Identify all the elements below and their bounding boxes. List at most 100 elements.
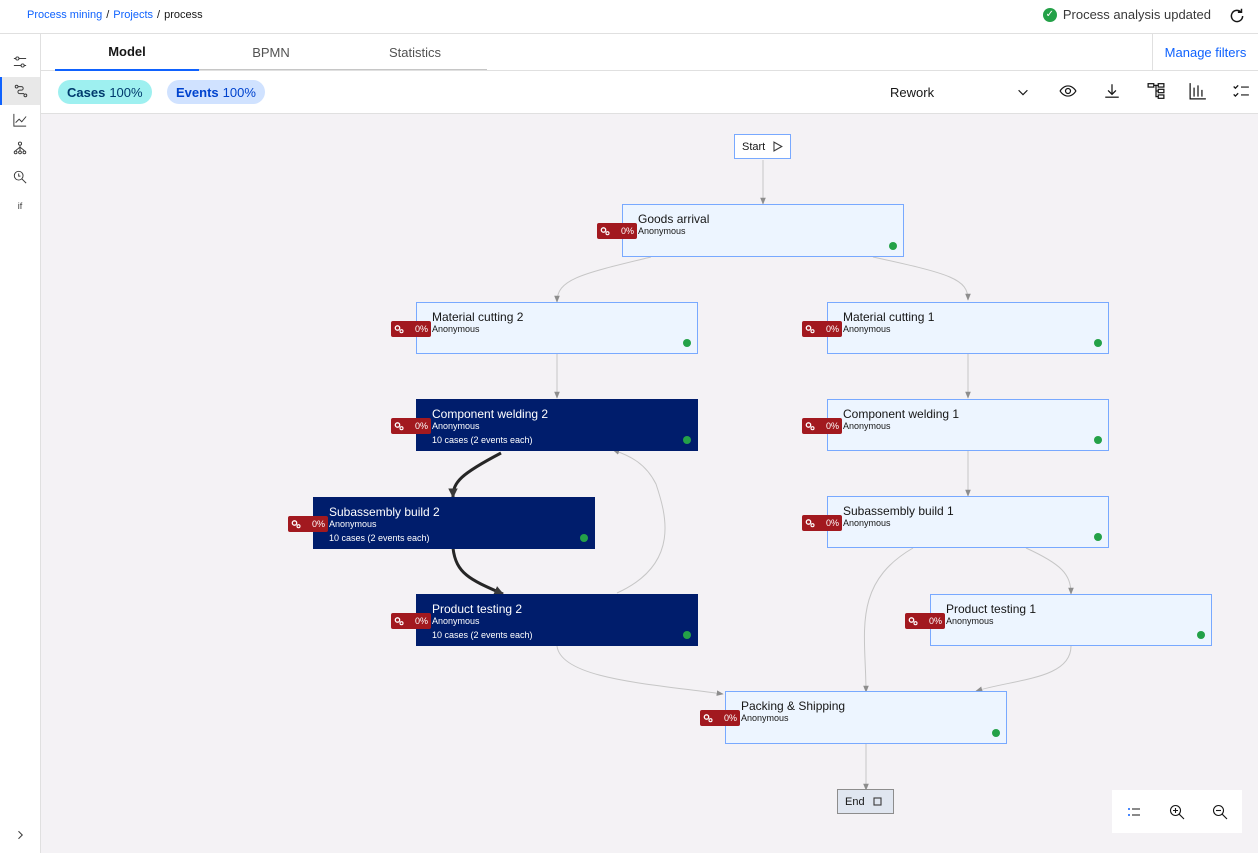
breadcrumb: Process mining/Projects/process bbox=[27, 9, 203, 21]
overlay-select-value: Rework bbox=[890, 84, 935, 100]
trend-chart-icon[interactable] bbox=[0, 106, 40, 134]
rework-badge: 0% bbox=[391, 418, 431, 434]
rework-badge: 0% bbox=[391, 321, 431, 337]
status-dot bbox=[580, 534, 588, 542]
node-name: Component welding 1 bbox=[843, 407, 960, 421]
checklist-icon[interactable] bbox=[1232, 82, 1250, 100]
node-material-cutting-1[interactable]: 0% Material cutting 1 Anonymous bbox=[802, 302, 1109, 354]
rework-badge: 0% bbox=[700, 710, 740, 726]
node-name: Subassembly build 1 bbox=[843, 504, 954, 518]
status-indicator: ✓ Process analysis updated bbox=[1042, 7, 1211, 22]
rework-badge: 0% bbox=[288, 516, 328, 532]
download-icon[interactable] bbox=[1103, 82, 1121, 100]
end-node[interactable]: End bbox=[837, 789, 894, 814]
status-dot bbox=[683, 436, 691, 444]
zoom-out-icon[interactable] bbox=[1212, 804, 1228, 820]
refresh-icon[interactable] bbox=[1228, 7, 1246, 25]
breadcrumb-process-mining[interactable]: Process mining bbox=[27, 9, 103, 21]
zoom-controls bbox=[1112, 790, 1242, 833]
breadcrumb-current: process bbox=[164, 9, 203, 21]
rework-badge: 0% bbox=[802, 515, 842, 531]
node-component-welding-1[interactable]: 0% Component welding 1 Anonymous bbox=[802, 399, 1109, 451]
node-owner: Anonymous bbox=[843, 324, 891, 334]
legend-list-icon[interactable] bbox=[1126, 804, 1142, 820]
cases-value: 100% bbox=[109, 84, 143, 100]
tab-bpmn[interactable]: BPMN bbox=[252, 45, 290, 60]
filter-settings-icon[interactable] bbox=[0, 48, 40, 76]
node-name: Material cutting 1 bbox=[843, 310, 935, 324]
node-product-testing-1[interactable]: 0% Product testing 1 Anonymous bbox=[905, 594, 1212, 646]
rework-badge: 0% bbox=[802, 418, 842, 434]
edge-subassembly-build-2-product-testing-2 bbox=[451, 547, 504, 596]
edge-product-testing-2-component-welding-2-rework bbox=[612, 449, 666, 594]
node-owner: Anonymous bbox=[329, 519, 377, 529]
process-model-icon[interactable] bbox=[0, 77, 40, 105]
edge-product-testing-2-packing-shipping bbox=[556, 645, 724, 696]
node-material-cutting-2[interactable]: 0% Material cutting 2 Anonymous bbox=[391, 302, 698, 354]
top-bar: Process mining/Projects/process ✓ Proces… bbox=[0, 0, 1258, 34]
events-value: 100% bbox=[222, 84, 256, 100]
node-product-testing-2[interactable]: 0% Product testing 2 Anonymous 10 cases … bbox=[391, 594, 698, 646]
status-dot bbox=[1094, 339, 1102, 347]
gears-icon bbox=[291, 520, 301, 529]
view-icon[interactable] bbox=[1059, 82, 1077, 100]
status-dot bbox=[1197, 631, 1205, 639]
rework-badge: 0% bbox=[905, 613, 945, 629]
node-name: Packing & Shipping bbox=[741, 699, 846, 713]
gears-icon bbox=[703, 714, 713, 723]
status-dot bbox=[683, 631, 691, 639]
end-label: End bbox=[845, 795, 865, 808]
node-subassembly-build-2[interactable]: 0% Subassembly build 2 Anonymous 10 case… bbox=[288, 497, 595, 549]
node-goods-arrival[interactable]: 0% Goods arrival Anonymous bbox=[597, 204, 904, 257]
breadcrumb-projects[interactable]: Projects bbox=[113, 9, 154, 21]
gears-icon bbox=[805, 325, 815, 334]
search-history-icon[interactable] bbox=[0, 163, 40, 191]
node-owner: Anonymous bbox=[946, 616, 994, 626]
tab-model[interactable]: Model bbox=[55, 34, 199, 71]
view-tabs: Model BPMN Statistics Manage filters bbox=[41, 34, 1258, 71]
chevron-down-icon bbox=[1018, 89, 1028, 96]
hierarchy-icon[interactable] bbox=[0, 134, 40, 162]
node-name: Product testing 2 bbox=[432, 602, 523, 616]
status-dot bbox=[992, 729, 1000, 737]
edge-subassembly-build-1-product-testing-1 bbox=[1025, 547, 1074, 595]
gears-icon bbox=[394, 617, 404, 626]
node-packing-shipping[interactable]: 0% Packing & Shipping Anonymous bbox=[700, 691, 1007, 744]
node-name: Goods arrival bbox=[638, 212, 710, 226]
rail-item-if[interactable]: if bbox=[0, 192, 40, 220]
start-label: Start bbox=[742, 140, 766, 153]
manage-filters-link[interactable]: Manage filters bbox=[1152, 34, 1258, 71]
zoom-in-icon[interactable] bbox=[1169, 804, 1185, 820]
rework-badge: 0% bbox=[802, 321, 842, 337]
tree-view-icon[interactable] bbox=[1147, 82, 1165, 100]
node-owner: Anonymous bbox=[432, 324, 480, 334]
tab-statistics[interactable]: Statistics bbox=[388, 45, 441, 60]
gears-icon bbox=[908, 617, 918, 626]
edge-subassembly-build-1-packing-shipping bbox=[863, 547, 914, 693]
chevron-right-icon[interactable] bbox=[0, 825, 40, 845]
node-owner: Anonymous bbox=[741, 713, 789, 723]
gears-icon bbox=[805, 422, 815, 431]
node-subassembly-build-1[interactable]: 0% Subassembly build 1 Anonymous bbox=[802, 496, 1109, 548]
node-name: Product testing 1 bbox=[946, 602, 1037, 616]
rework-badge: 0% bbox=[391, 613, 431, 629]
play-icon bbox=[773, 141, 783, 152]
node-component-welding-2[interactable]: 0% Component welding 2 Anonymous 10 case… bbox=[391, 399, 698, 451]
node-name: Material cutting 2 bbox=[432, 310, 524, 324]
node-name: Subassembly build 2 bbox=[329, 505, 440, 519]
edge-goods-arrival-material-cutting-1 bbox=[872, 256, 971, 301]
gears-icon bbox=[394, 422, 404, 431]
edge-component-welding-2-subassembly-build-2 bbox=[448, 451, 502, 498]
node-owner: Anonymous bbox=[843, 421, 891, 431]
node-case-count: 10 cases (2 events each) bbox=[432, 435, 533, 445]
process-edges bbox=[448, 160, 1074, 791]
bar-chart-icon[interactable] bbox=[1189, 82, 1207, 100]
edge-goods-arrival-material-cutting-2 bbox=[554, 256, 652, 303]
node-case-count: 10 cases (2 events each) bbox=[329, 533, 430, 543]
gears-icon bbox=[805, 519, 815, 528]
overlay-select[interactable]: Rework bbox=[890, 79, 1030, 105]
process-map-canvas[interactable]: Start 0% Goods arrival Anonymous 0% Mate… bbox=[41, 114, 1258, 853]
start-node[interactable]: Start bbox=[734, 134, 791, 159]
